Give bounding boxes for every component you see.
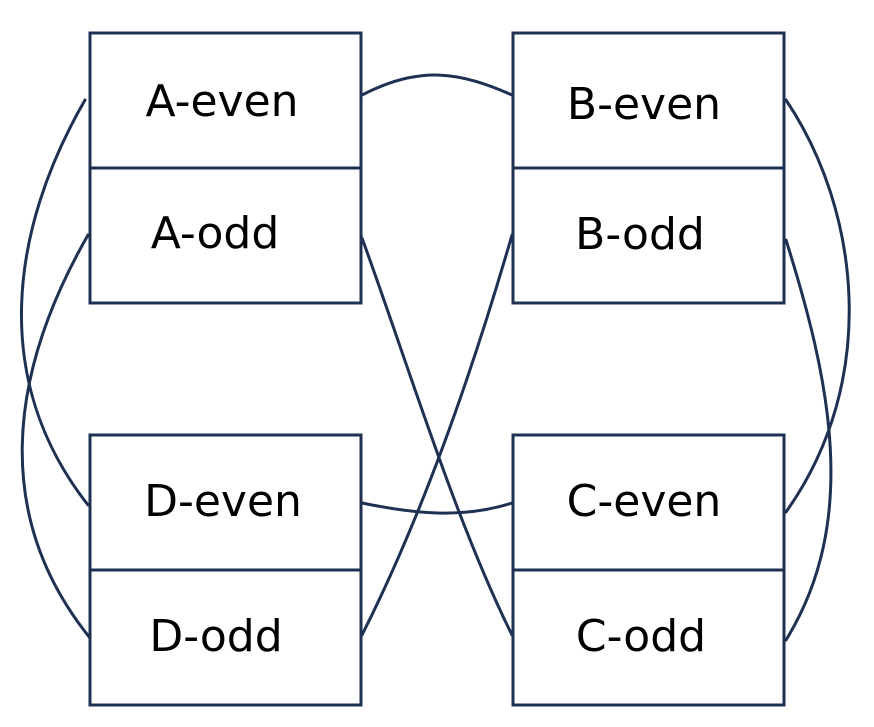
block-c-even-label: C-even bbox=[567, 476, 722, 527]
block-d-odd-label: D-odd bbox=[149, 611, 282, 662]
connector-a-odd-c-odd bbox=[360, 236, 514, 637]
block-a-odd-label: A-odd bbox=[151, 208, 280, 259]
block-a: A-even A-odd bbox=[88, 31, 363, 305]
connector-b-even-c-even bbox=[784, 98, 851, 514]
connector-b-odd-c-odd bbox=[784, 238, 833, 642]
connector-a-even-d-even bbox=[20, 98, 90, 507]
connector-d-even-c-even bbox=[360, 501, 514, 515]
connector-b-odd-d-odd bbox=[360, 233, 514, 637]
block-a-even-label: A-even bbox=[145, 76, 298, 127]
block-d-even-label: D-even bbox=[144, 476, 302, 527]
connections bbox=[20, 73, 851, 642]
block-d: D-even D-odd bbox=[88, 433, 363, 707]
block-b-odd-label: B-odd bbox=[575, 209, 705, 260]
block-b-even-label: B-even bbox=[567, 79, 721, 130]
block-c: C-even C-odd bbox=[511, 433, 786, 707]
connector-a-odd-d-odd bbox=[20, 233, 92, 640]
block-c-odd-label: C-odd bbox=[576, 611, 706, 662]
connector-a-even-b-even bbox=[360, 73, 514, 97]
block-b: B-even B-odd bbox=[511, 31, 786, 305]
